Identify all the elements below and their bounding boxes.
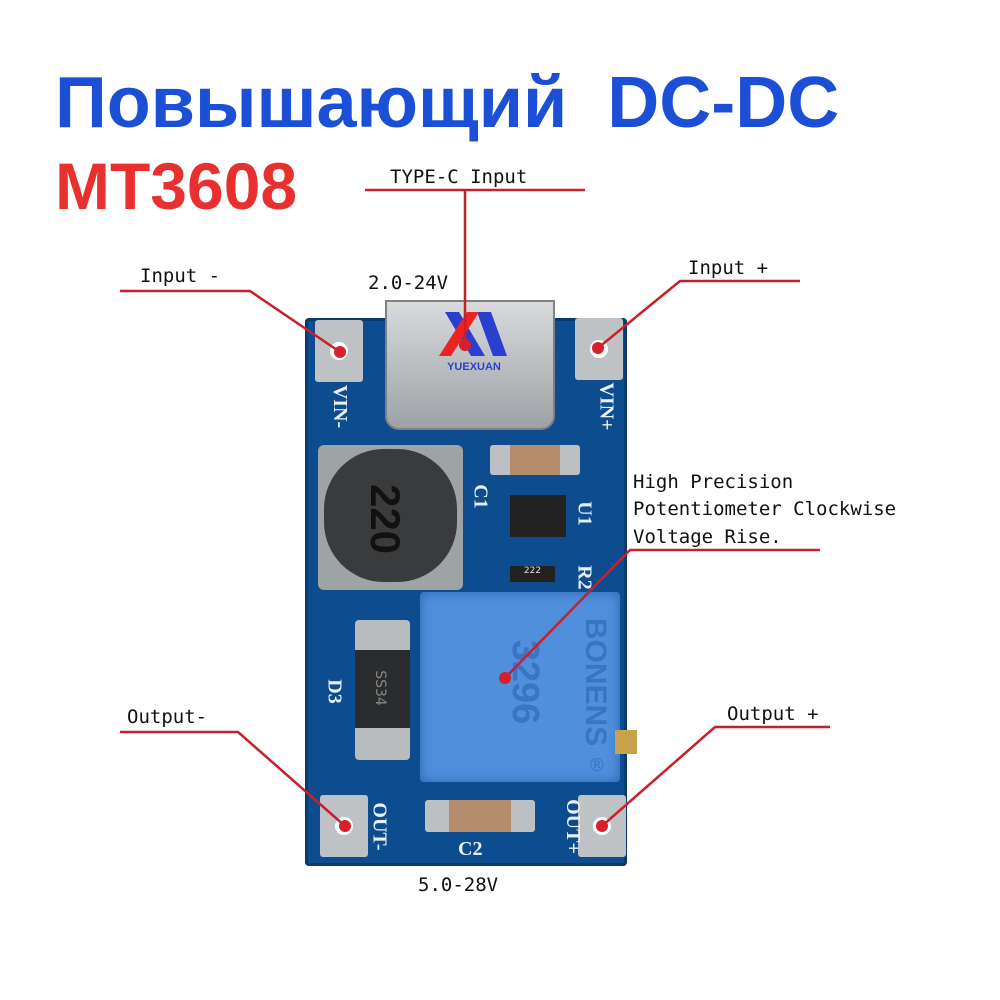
resistor-r2: 222 (510, 566, 555, 582)
potentiometer[interactable] (420, 592, 620, 782)
pot-mark: ® (588, 755, 606, 776)
label-input-voltage: 2.0-24V (368, 272, 449, 294)
label-output-plus: Output + (727, 703, 819, 725)
dot-output-minus (339, 820, 351, 832)
dot-input-minus (334, 346, 346, 358)
yuexuan-logo: YUEXUAN (439, 312, 507, 373)
title-line2: MT3608 (55, 149, 298, 223)
label-output-minus: Output- (127, 706, 208, 728)
mt3608-chip (510, 495, 566, 537)
logo-text: YUEXUAN (447, 361, 501, 373)
dot-input-plus (592, 342, 604, 354)
capacitor-c1 (490, 445, 580, 475)
dot-potentiometer (499, 672, 511, 684)
label-input-plus: Input + (688, 257, 769, 279)
capacitor-c2 (425, 800, 535, 832)
dot-type-c (459, 339, 471, 351)
label-pot-2: Potentiometer Clockwise (633, 498, 897, 520)
diode-d3 (355, 620, 410, 760)
pot-adjust-screw[interactable] (615, 730, 637, 754)
label-pot-1: High Precision (633, 471, 794, 493)
dot-output-plus (596, 820, 608, 832)
label-output-voltage: 5.0-28V (418, 874, 499, 896)
label-pot-3: Voltage Rise. (633, 526, 782, 548)
label-input-minus: Input - (140, 265, 221, 287)
title-line1: Повышающий DC-DC (55, 63, 840, 143)
silk-c2: C2 (458, 838, 483, 860)
inductor (318, 445, 463, 590)
label-type-c: TYPE-C Input (390, 166, 528, 188)
